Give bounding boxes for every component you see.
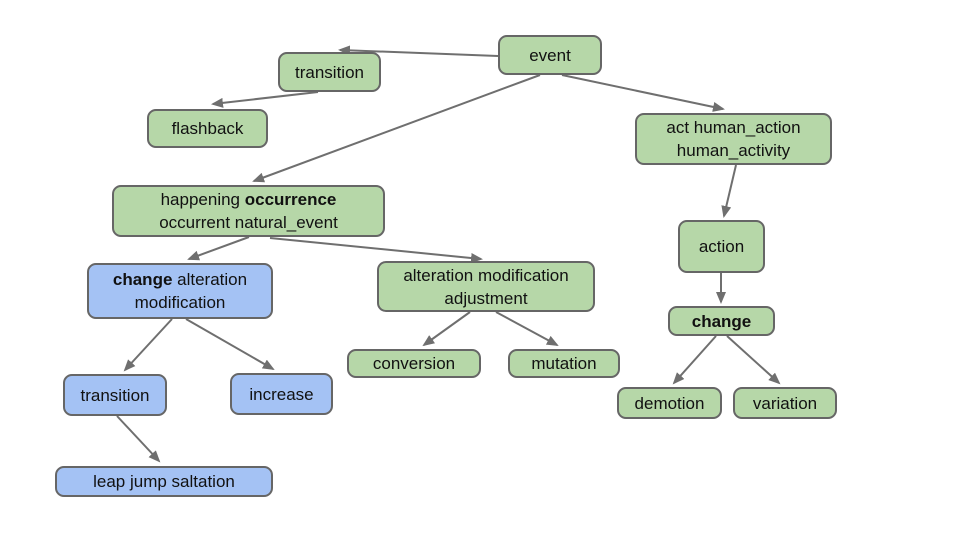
edge-transition-1-flashback [211, 91, 319, 108]
node-mutation: mutation [508, 349, 620, 378]
node-label-segment: change [112, 270, 173, 289]
node-label-segment: demotion [634, 393, 705, 413]
node-label-segment: alteration [172, 270, 248, 289]
node-label-line: conversion [373, 352, 455, 375]
edge-adjustment-conversion [422, 311, 471, 347]
node-label-line: change alteration [113, 268, 247, 291]
node-label-segment: occurrence [244, 190, 337, 209]
edge-change-blue-transition-2 [123, 318, 173, 372]
node-label-line: flashback [172, 117, 244, 140]
node-label-segment: transition [295, 62, 364, 82]
node-label-segment: act human_action [666, 118, 801, 137]
node-act: act human_action human_activity [635, 113, 832, 165]
node-label-segment: human_activity [676, 141, 791, 160]
edge-happening-change-blue [187, 236, 250, 261]
node-transition-1: transition [278, 52, 381, 92]
node-action: action [678, 220, 765, 273]
node-label-segment: increase [249, 384, 314, 404]
node-label-line: happening occurrence [161, 188, 337, 211]
node-label-segment: modification [134, 293, 226, 312]
node-label-segment: conversion [372, 354, 456, 373]
node-label-segment: variation [752, 393, 818, 413]
node-label-line: transition [295, 61, 364, 84]
node-event: event [498, 35, 602, 75]
node-adjustment: alteration modification adjustment [377, 261, 595, 312]
node-change-green: change [668, 306, 775, 336]
node-label-line: demotion [635, 392, 705, 415]
edge-change-blue-increase [185, 318, 275, 370]
edge-act-action [721, 164, 737, 218]
node-label-segment: leap jump saltation [93, 472, 235, 491]
node-conversion: conversion [347, 349, 481, 378]
node-label-segment: alteration modification [403, 265, 569, 285]
node-label-line: alteration modification [403, 264, 568, 287]
edge-event-act [561, 74, 725, 112]
node-label-segment: mutation [531, 354, 597, 373]
edge-happening-adjustment [269, 237, 483, 263]
edge-adjustment-mutation [495, 311, 559, 346]
node-label-line: leap jump saltation [93, 470, 235, 493]
node-label-segment: happening [160, 190, 245, 209]
node-label-segment: flashback [171, 119, 244, 138]
node-flashback: flashback [147, 109, 268, 148]
node-label-segment: transition [80, 385, 150, 405]
node-label-line: variation [753, 392, 817, 415]
edge-change-green-variation [726, 335, 781, 385]
node-change-blue: change alteration modification [87, 263, 273, 319]
node-label-segment: adjustment [444, 288, 528, 308]
node-leap: leap jump saltation [55, 466, 273, 497]
node-label-segment: event [529, 45, 571, 65]
node-label-line: transition [81, 384, 150, 407]
node-label-line: adjustment [444, 287, 527, 310]
node-label-line: change [692, 310, 752, 333]
node-label-segment: change [691, 311, 752, 331]
node-label-line: event [529, 44, 571, 67]
edge-change-green-demotion [672, 335, 717, 385]
node-increase: increase [230, 373, 333, 415]
node-label-line: modification [135, 291, 226, 314]
node-label-line: act human_action [666, 116, 800, 139]
node-label-segment: occurrent natural_event [159, 213, 338, 232]
node-demotion: demotion [617, 387, 722, 419]
node-label-line: occurrent natural_event [159, 211, 338, 234]
node-label-line: mutation [531, 352, 596, 375]
node-variation: variation [733, 387, 837, 419]
node-label-line: increase [249, 383, 313, 406]
edge-transition-2-leap [116, 415, 161, 463]
node-happening: happening occurrence occurrent natural_ev… [112, 185, 385, 237]
node-label-line: human_activity [677, 139, 790, 162]
node-label-segment: action [698, 237, 745, 256]
node-label-line: action [699, 235, 744, 258]
node-transition-2: transition [63, 374, 167, 416]
